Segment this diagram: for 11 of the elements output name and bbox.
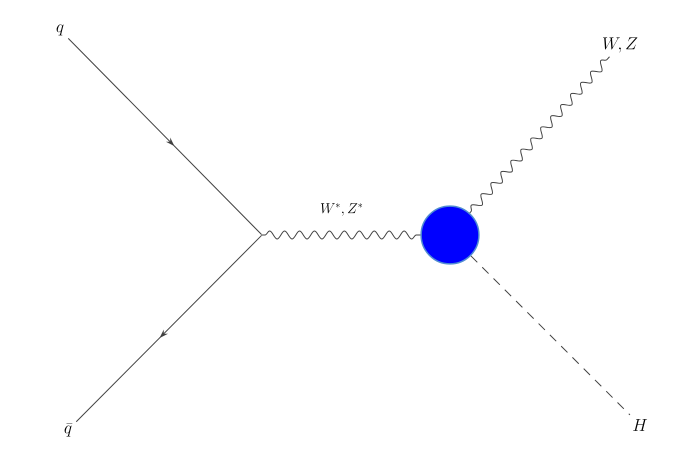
arrow <box>68 38 262 235</box>
wavy-line <box>469 56 610 214</box>
edge-label: $W^{*}, Z^{*}$ <box>319 202 364 217</box>
blob-circle <box>420 205 480 265</box>
dashed-line <box>470 255 630 416</box>
particle-label: $q$ <box>56 24 64 36</box>
particle-label: $\bar{q}$ <box>64 423 72 436</box>
particle-label: $W, Z$ <box>603 37 638 53</box>
wavy-line <box>262 230 421 240</box>
arrow <box>76 235 262 422</box>
particle-label: $H$ <box>633 419 648 431</box>
